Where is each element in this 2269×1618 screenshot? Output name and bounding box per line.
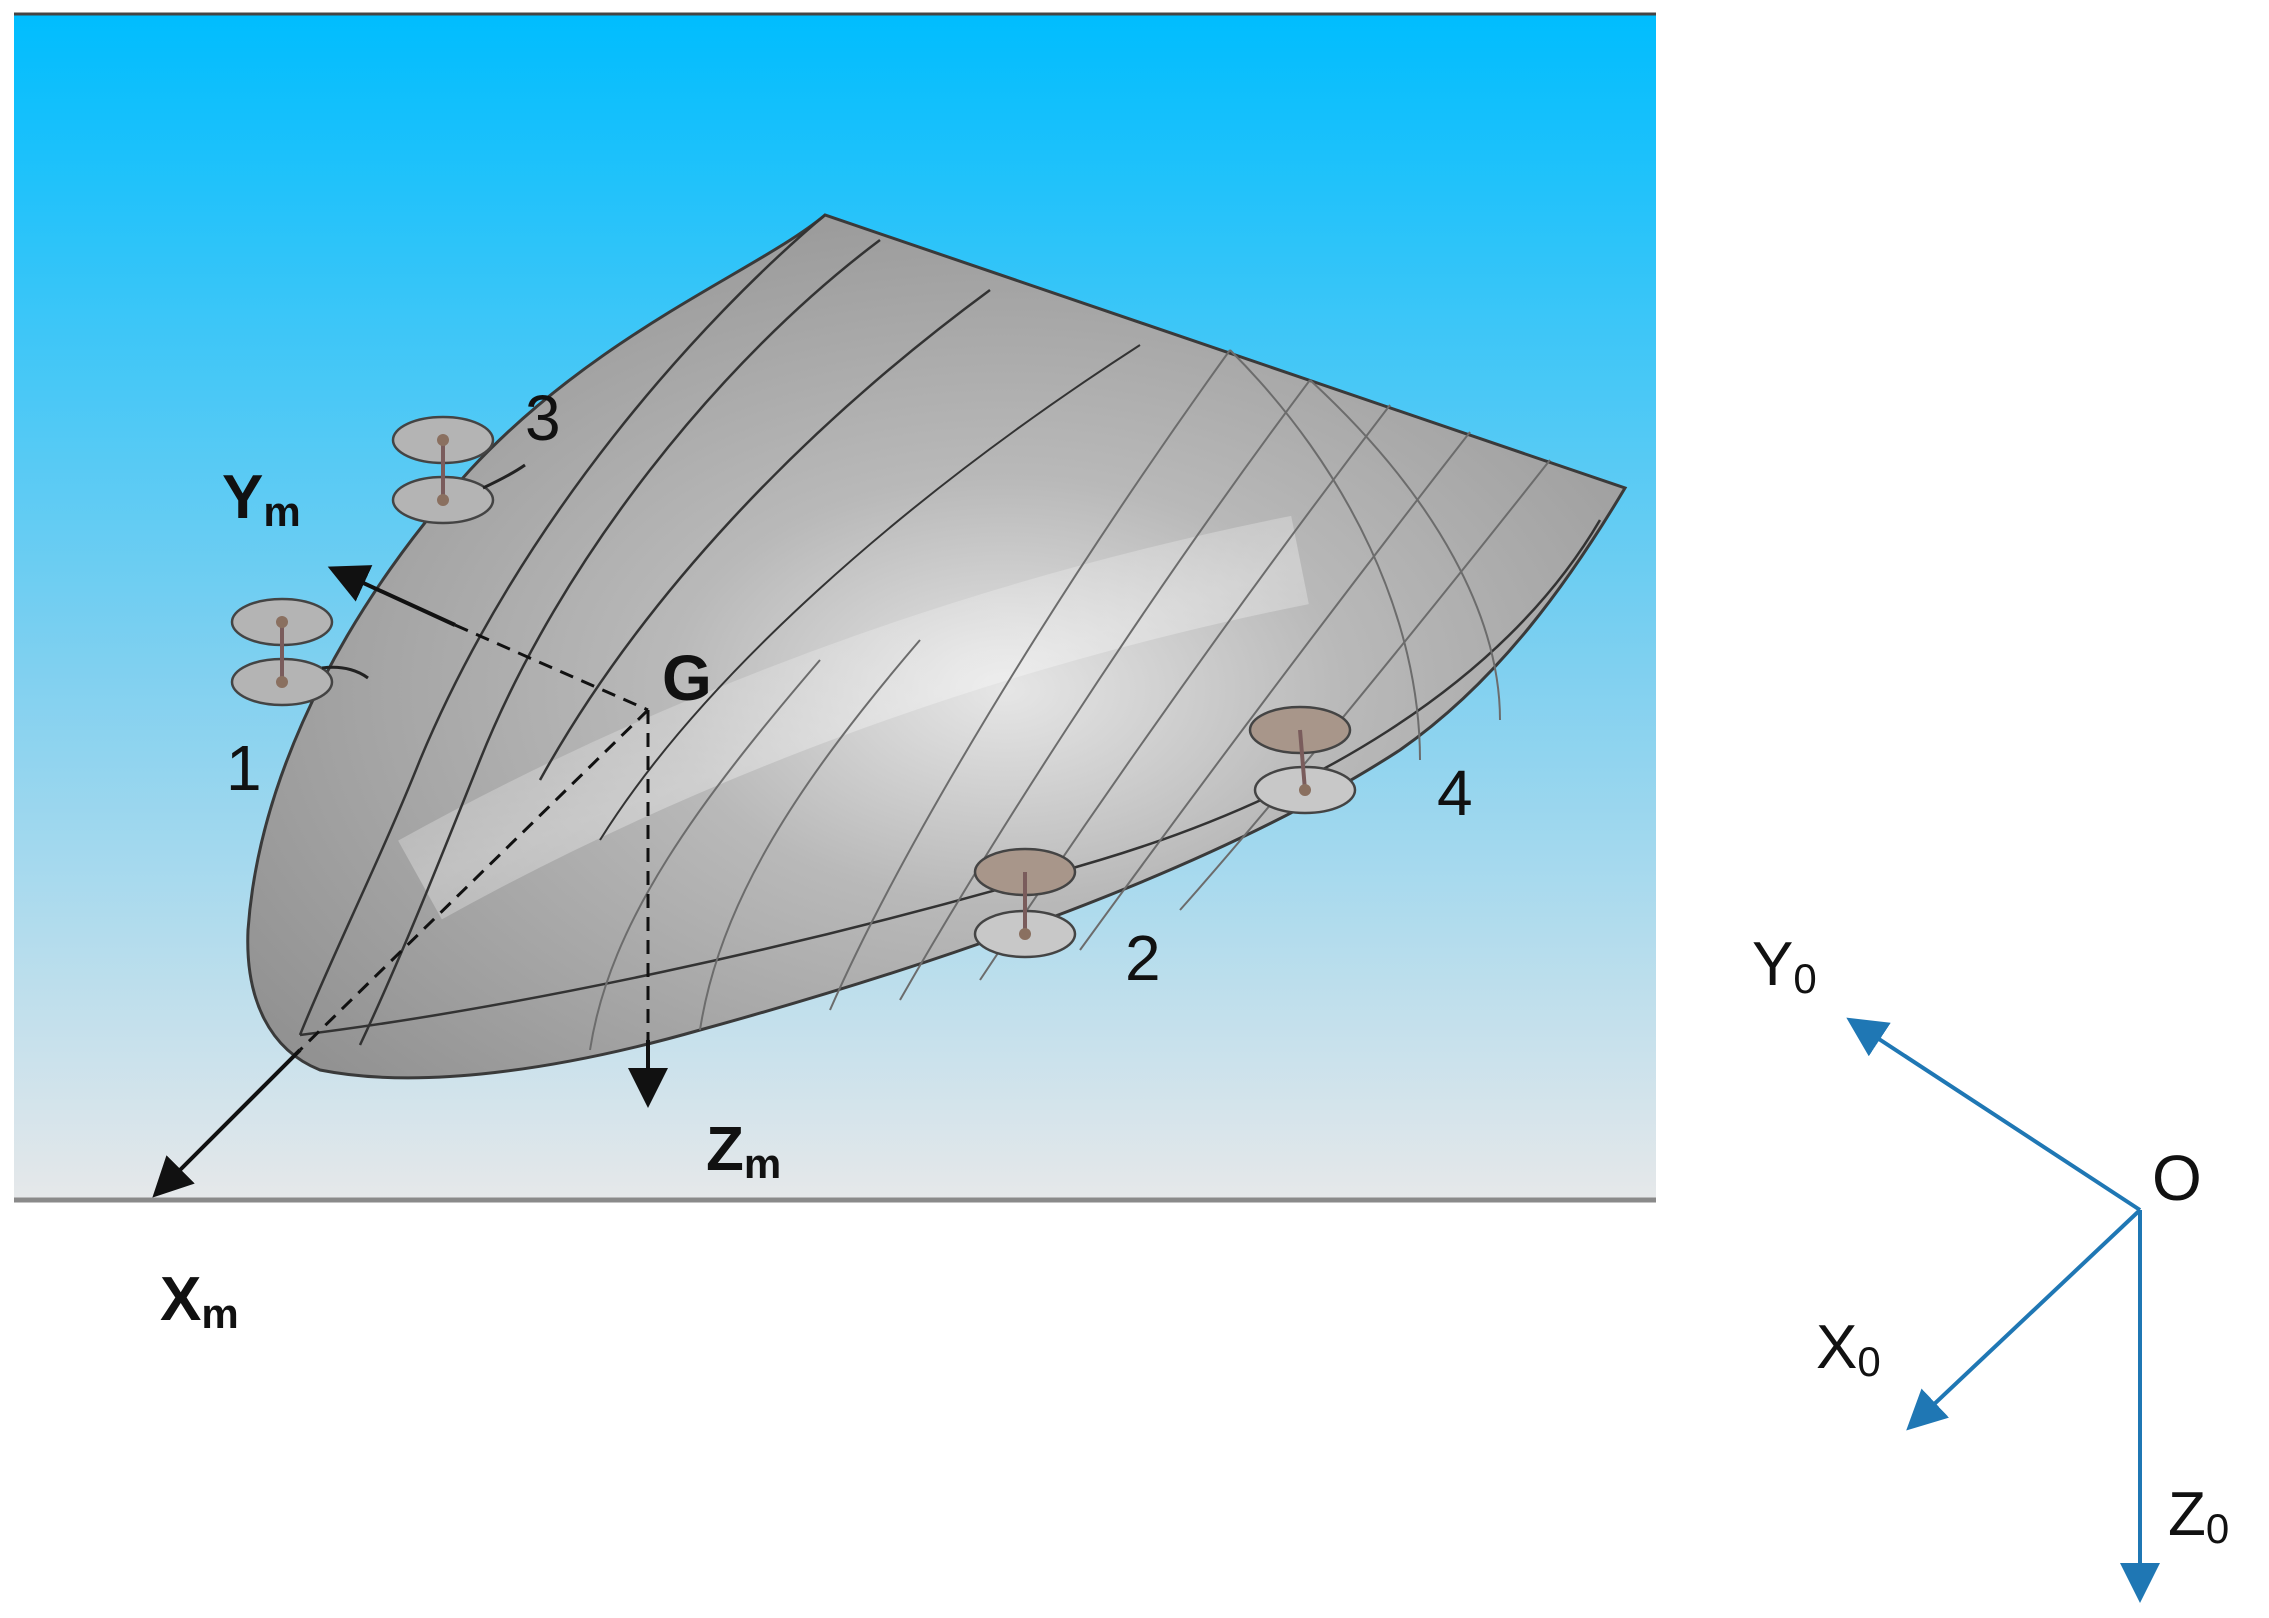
airship-hull <box>246 213 1628 1080</box>
inertial-z-axis-label: Z0 <box>2168 1480 2229 1552</box>
body-z-axis-label: Zm <box>706 1115 781 1187</box>
body-x-axis-arrow <box>152 1048 302 1198</box>
body-origin-label: G <box>662 642 712 714</box>
inertial-x-axis-arrow <box>1906 1208 2142 1431</box>
propeller-1 <box>230 597 369 707</box>
body-x-axis-label: Xm <box>160 1265 239 1337</box>
propeller-2-label: 2 <box>1125 922 1161 994</box>
propeller-4 <box>1248 705 1357 815</box>
propeller-2 <box>973 847 1077 959</box>
propeller-3 <box>391 415 526 525</box>
body-y-axis-label: Ym <box>222 463 301 535</box>
inertial-y-axis-label: Y0 <box>1752 930 1817 1002</box>
inertial-origin-label: O <box>2152 1142 2202 1214</box>
propeller-1-label: 1 <box>226 732 262 804</box>
body-frame-construction <box>298 623 650 1052</box>
inertial-x-axis-label: X0 <box>1816 1313 1881 1385</box>
propeller-4-label: 4 <box>1437 757 1473 829</box>
inertial-y-axis-arrow <box>1846 1017 2142 1212</box>
propeller-3-label: 3 <box>525 382 561 454</box>
body-y-axis-arrow <box>327 565 456 627</box>
